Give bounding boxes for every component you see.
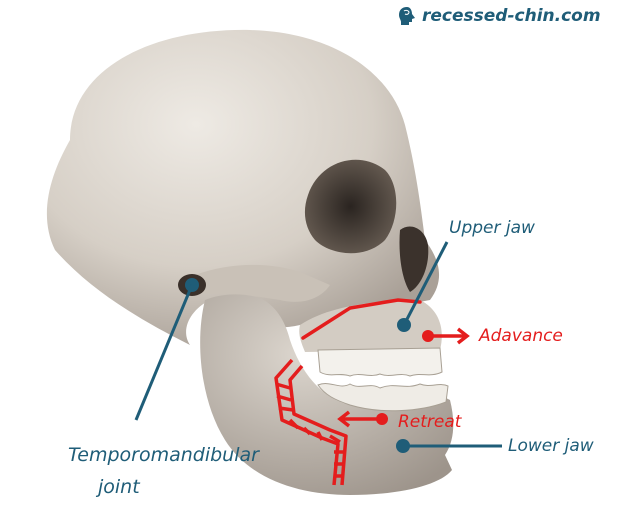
maxilla: [299, 300, 442, 352]
cranium: [46, 29, 440, 345]
label-tmj-line2: joint: [98, 476, 140, 498]
cheekbone: [195, 264, 330, 302]
head-profile-icon: [399, 7, 415, 25]
site-name: recessed-chin.com: [422, 6, 601, 26]
retreat-arrow: [337, 410, 388, 428]
label-retreat: Retreat: [398, 412, 462, 432]
upper-jaw-cut-line: [301, 298, 422, 340]
label-lower-jaw: Lower jaw: [508, 436, 594, 456]
lower-jaw-cut-line: [274, 358, 348, 486]
lower-teeth: [317, 383, 449, 412]
mandible: [200, 294, 454, 495]
lower-jaw-leader: [396, 439, 502, 453]
upper-jaw-leader: [397, 241, 449, 332]
advance-arrow: [422, 327, 470, 345]
label-tmj-line1: Temporomandibular: [68, 444, 259, 466]
brand-logo: recessed-chin.com: [398, 6, 601, 26]
eye-socket: [304, 159, 397, 254]
label-upper-jaw: Upper jaw: [449, 218, 535, 238]
tmj-leader: [134, 278, 199, 421]
nasal-cavity: [399, 226, 429, 292]
label-advance: Adavance: [479, 326, 563, 346]
upper-teeth: [317, 347, 443, 377]
